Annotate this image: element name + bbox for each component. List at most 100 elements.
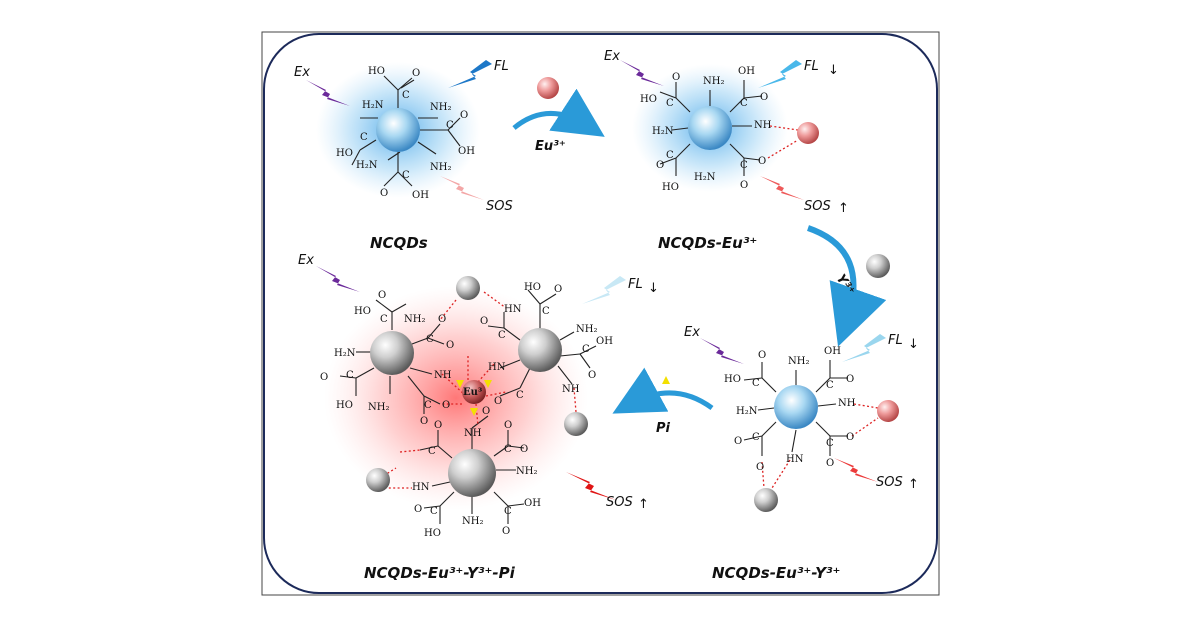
- chem-label: O: [420, 416, 428, 427]
- step-y-addition: Y³⁺: [807, 225, 890, 347]
- eu-center-sphere: [462, 380, 486, 404]
- fl-label: FL: [494, 59, 509, 74]
- sos-label: SOS: [876, 475, 903, 490]
- ex-label: Ex: [298, 253, 314, 268]
- chem-label: O: [494, 396, 502, 407]
- fluorescence-bolt-icon: [582, 276, 626, 304]
- chem-label: O: [760, 92, 768, 103]
- carbon-dot-core: [448, 449, 496, 497]
- chem-label: O: [740, 180, 748, 191]
- fluorescence-bolt-icon: [758, 60, 802, 88]
- chem-label: O: [758, 350, 766, 361]
- panel-ncqds-eu: NH₂ OH O C O C HO H₂N NH O C HO H₂N C O …: [604, 49, 849, 252]
- excitation-bolt-icon: [700, 338, 744, 364]
- chem-label: NH: [838, 398, 856, 409]
- chem-label: C: [542, 306, 550, 317]
- chem-label: O: [480, 316, 488, 327]
- chem-label: O: [756, 462, 764, 473]
- chem-label: O: [554, 284, 562, 295]
- chem-label: O: [588, 370, 596, 381]
- chem-label: C: [504, 444, 512, 455]
- chem-label: HO: [662, 182, 679, 193]
- panel-ncqds-eu-y: NH₂ OH O C O C HO H₂N NH O C O HN C O O …: [684, 325, 919, 582]
- ex-label: Ex: [684, 325, 700, 340]
- y-ion-sphere: [564, 412, 588, 436]
- carbon-dot-core: [774, 385, 818, 429]
- chem-label: HO: [424, 528, 441, 539]
- chem-label: HO: [368, 66, 385, 77]
- chem-label: OH: [596, 336, 613, 347]
- chem-label: O: [734, 436, 742, 447]
- excitation-bolt-icon: [316, 266, 360, 292]
- chem-label: O: [482, 406, 490, 417]
- chem-label: C: [666, 98, 674, 109]
- chem-label: NH₂: [516, 466, 537, 477]
- chem-label: NH: [562, 384, 580, 395]
- chem-label: HO: [336, 148, 353, 159]
- y-ion-sphere: [754, 488, 778, 512]
- chem-label: HO: [354, 306, 371, 317]
- chem-label: C: [826, 438, 834, 449]
- arrow-pi: [612, 367, 714, 414]
- sos-increase-arrow: ↑: [908, 477, 919, 492]
- chem-label: C: [752, 378, 760, 389]
- chem-label: HN: [504, 304, 522, 315]
- eu-ion-label: Eu³⁺: [535, 139, 566, 154]
- chem-label: O: [846, 432, 854, 443]
- arrow-eu: [512, 88, 605, 137]
- pi-triangle-icon: [484, 380, 492, 388]
- chem-label: O: [520, 444, 528, 455]
- chem-label: HN: [488, 362, 506, 373]
- step-eu-addition: Eu³⁺: [512, 77, 605, 154]
- chem-label: NH: [754, 120, 772, 131]
- chem-label: OH: [458, 146, 475, 157]
- chem-label: NH₂: [788, 356, 809, 367]
- label-ncqds: NCQDs: [370, 234, 428, 252]
- chem-label: HO: [336, 400, 353, 411]
- chem-label: O: [502, 526, 510, 537]
- chem-label: O: [412, 68, 420, 79]
- y-ion-sphere: [366, 468, 390, 492]
- excitation-bolt-icon: [306, 80, 350, 106]
- chem-label: C: [360, 132, 368, 143]
- excitation-bolt-icon: [620, 60, 664, 86]
- label-ncqds-eu-y: NCQDs-Eu³⁺-Y³⁺: [712, 564, 840, 582]
- fluorescence-bolt-icon: [842, 334, 886, 362]
- rounded-frame: [263, 33, 938, 594]
- chem-label: C: [498, 330, 506, 341]
- chem-label: C: [740, 98, 748, 109]
- chem-label: C: [424, 400, 432, 411]
- chem-label: O: [434, 420, 442, 431]
- chem-label: C: [426, 334, 434, 345]
- fl-label: FL: [888, 333, 903, 348]
- chem-label: NH₂: [368, 402, 389, 413]
- chem-label: HN: [786, 454, 804, 465]
- chem-label: C: [666, 150, 674, 161]
- chem-label: O: [438, 314, 446, 325]
- chem-label: HO: [640, 94, 657, 105]
- eu-ion-sphere: [537, 77, 559, 99]
- carbon-dot-core: [518, 328, 562, 372]
- sos-label: SOS: [486, 199, 513, 214]
- sos-increase-arrow: ↑: [838, 201, 849, 216]
- carbon-dot-core: [688, 106, 732, 150]
- fl-decrease-arrow: ↓: [648, 281, 659, 296]
- chem-label: H₂N: [356, 160, 378, 171]
- chem-label: NH₂: [404, 314, 425, 325]
- chem-label: OH: [738, 66, 755, 77]
- chem-label: NH₂: [703, 76, 724, 87]
- carbon-dot-core: [370, 331, 414, 375]
- chem-label: C: [380, 314, 388, 325]
- arrow-y: [807, 225, 887, 347]
- chem-label: HN: [412, 482, 430, 493]
- fl-decrease-arrow: ↓: [828, 63, 839, 78]
- chem-label: O: [320, 372, 328, 383]
- chem-label: H₂N: [334, 348, 356, 359]
- ex-label: Ex: [604, 49, 620, 64]
- fl-label: FL: [628, 277, 643, 292]
- y-ion-sphere: [866, 254, 890, 278]
- chem-label: NH₂: [430, 102, 451, 113]
- chem-label: NH₂: [430, 162, 451, 173]
- chem-label: O: [758, 156, 766, 167]
